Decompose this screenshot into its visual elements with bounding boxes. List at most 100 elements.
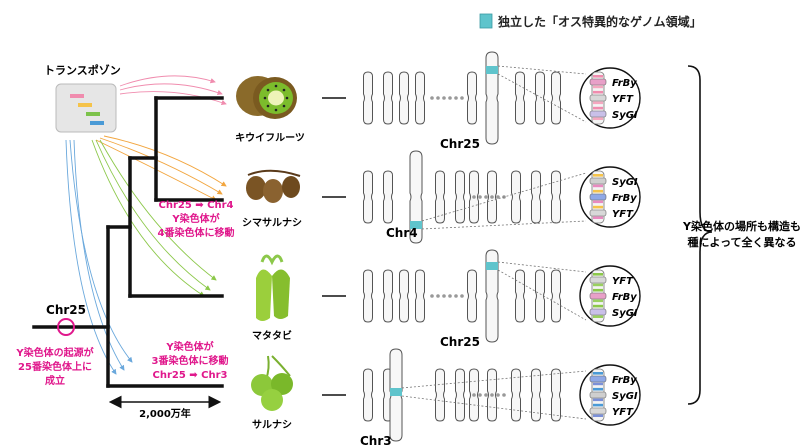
- ellipsis-dot: [436, 96, 440, 100]
- zoom-line: [497, 73, 587, 123]
- zoom-line: [401, 395, 587, 420]
- arrow-orange-1: [103, 135, 227, 187]
- gene-label: FrBy: [612, 292, 637, 303]
- origin-text: Y染色体の起源が 25番染色体上に 成立: [15, 346, 94, 387]
- ellipsis-dot: [460, 96, 464, 100]
- chromosome-label: Chr25: [440, 137, 480, 151]
- chromosome: [511, 170, 521, 224]
- svg-text:4番染色体に移動: 4番染色体に移動: [158, 226, 235, 239]
- gene-label: YFT: [612, 407, 634, 418]
- transposon-band: [593, 117, 603, 120]
- transposon: トランスポゾン: [44, 63, 121, 133]
- transposon-band: [593, 304, 603, 308]
- transposon-band: [593, 273, 603, 276]
- gene-marker: [589, 407, 607, 415]
- ellipsis-dot: [448, 294, 452, 298]
- root-chr-label: Chr25: [46, 303, 86, 317]
- ellipsis-dot: [496, 393, 500, 397]
- chromosome: [363, 368, 373, 422]
- arrow-orange-2: [99, 137, 223, 195]
- arrow-blue-3: [65, 139, 117, 375]
- male-specific-region: [486, 262, 498, 270]
- transposon-band: [593, 200, 603, 204]
- transposon-band: [593, 414, 603, 417]
- zoom-line: [497, 261, 587, 273]
- transposon-title: トランスポゾン: [44, 63, 121, 77]
- gene-label: FrBy: [612, 193, 637, 204]
- gene-marker: [589, 391, 607, 399]
- transposon-band: [593, 106, 603, 110]
- male-specific-region: [486, 66, 498, 74]
- chromosome: [515, 269, 525, 323]
- ellipsis-dot: [454, 96, 458, 100]
- chromosome-label: Chr3: [360, 434, 392, 448]
- chromosome: [363, 269, 373, 323]
- chromosome: [399, 269, 409, 323]
- ellipsis-dot: [460, 294, 464, 298]
- chromosome: [467, 269, 477, 323]
- fruit-matatabi: [256, 254, 290, 321]
- fruit-sarunashi: [251, 355, 293, 411]
- species-name-matatabi: マタタビ: [252, 329, 292, 342]
- ellipsis-dot: [478, 195, 482, 199]
- gene-label: SyGI: [612, 177, 638, 188]
- svg-text:Chr25 ➡ Chr4: Chr25 ➡ Chr4: [159, 200, 234, 211]
- transposon-bar-yellow: [78, 103, 92, 107]
- zoom-line: [421, 220, 587, 230]
- gene-marker: [589, 94, 607, 102]
- transposon-box: [55, 83, 117, 133]
- transposon-band: [593, 189, 603, 193]
- gene-marker: [589, 193, 607, 201]
- arrow-blue-2: [69, 139, 133, 363]
- transposon-band: [593, 283, 603, 287]
- gene-label: SyGI: [612, 391, 638, 402]
- gene-marker: [589, 292, 607, 300]
- ellipsis-dot: [484, 393, 488, 397]
- chromosome: [435, 170, 445, 224]
- gene-marker: [589, 375, 607, 383]
- legend-swatch: [479, 13, 493, 29]
- svg-text:25番染色体上に: 25番染色体上に: [18, 360, 92, 373]
- chromosome: [515, 71, 525, 125]
- origin-marker: [57, 318, 75, 336]
- gene-label: SyGI: [612, 110, 638, 121]
- svg-text:Y染色体の場所も構造も: Y染色体の場所も構造も: [682, 219, 800, 233]
- gene-label: FrBy: [612, 375, 637, 386]
- chromosome: [467, 71, 477, 125]
- transposon-band: [593, 372, 603, 375]
- chromosome: [535, 71, 545, 125]
- time-scale: 2,000万年: [108, 395, 222, 420]
- ellipsis-dot: [478, 393, 482, 397]
- conclusion-brace: [687, 65, 713, 405]
- gene-marker: [589, 308, 607, 316]
- ellipsis-dot: [490, 195, 494, 199]
- transposon-bar-pink: [70, 94, 84, 98]
- gene-label: SyGI: [612, 308, 638, 319]
- svg-text:Y染色体の起源が: Y染色体の起源が: [15, 346, 94, 359]
- gene-marker: [589, 209, 607, 217]
- male-specific-region: [410, 221, 422, 229]
- transposon-band: [593, 288, 603, 292]
- ellipsis-dot: [454, 294, 458, 298]
- species-name-kiwifruit: キウイフルーツ: [235, 132, 305, 144]
- transposon-band: [593, 184, 603, 188]
- species-name-sarunashi: サルナシ: [252, 419, 292, 431]
- transposon-band: [593, 315, 603, 318]
- svg-text:種によって全く異なる: 種によって全く異なる: [687, 235, 796, 249]
- move-chr3-text: Y染色体が 3番染色体に移動 Chr25 ➡ Chr3: [152, 340, 229, 381]
- ellipsis-dot: [436, 294, 440, 298]
- transposon-band: [593, 101, 603, 105]
- zoom-line: [401, 370, 587, 389]
- ellipsis-dot: [442, 294, 446, 298]
- transposon-band: [593, 403, 603, 407]
- gene-marker: [589, 177, 607, 185]
- transposon-band: [593, 299, 603, 303]
- chromosome: [531, 170, 541, 224]
- legend-label: 独立した「オス特異的なゲノム領域」: [497, 14, 702, 29]
- chromosome: [551, 71, 561, 125]
- arrow-blue-1: [73, 139, 125, 371]
